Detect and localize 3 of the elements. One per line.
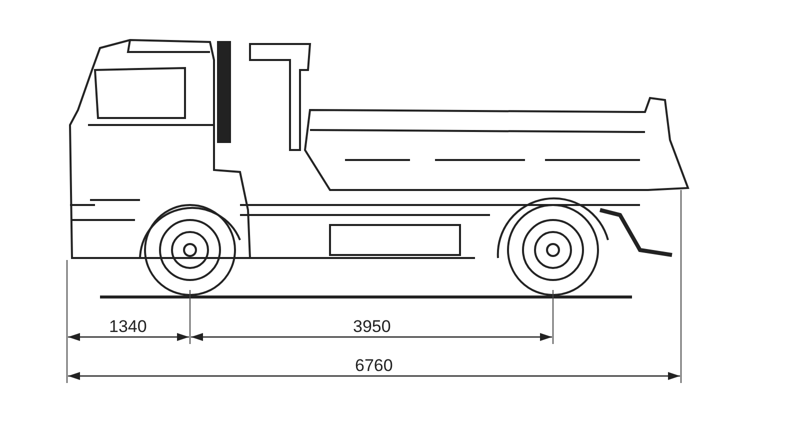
- dimension-label: 6760: [355, 357, 393, 375]
- dimension-label: 1340: [109, 318, 147, 336]
- dimension-label: 3950: [353, 318, 391, 336]
